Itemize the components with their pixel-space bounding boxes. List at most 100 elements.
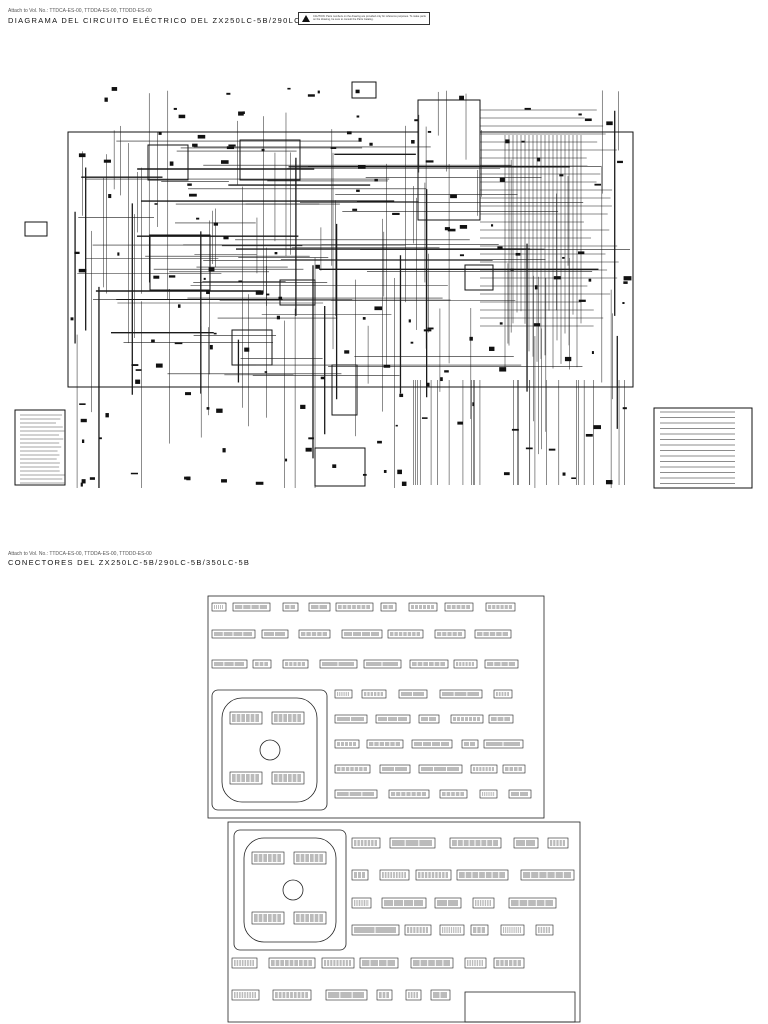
- component-mark: [534, 285, 538, 290]
- component-mark: [511, 428, 519, 431]
- component-mark: [515, 252, 521, 256]
- component-mark: [374, 306, 383, 311]
- connector-block: [271, 771, 305, 785]
- component-mark: [497, 246, 503, 250]
- component-mark: [537, 157, 541, 162]
- component-mark: [265, 293, 270, 296]
- connector-block: [272, 989, 312, 1001]
- connector-block: [479, 789, 498, 799]
- component-mark: [352, 208, 358, 211]
- connector-block: [251, 851, 285, 865]
- connector-block: [282, 602, 299, 612]
- component-mark: [559, 174, 564, 177]
- component-mark: [261, 148, 265, 152]
- connector-block: [251, 911, 285, 925]
- connector-block: [405, 989, 422, 1001]
- component-mark: [346, 131, 352, 135]
- component-mark: [505, 139, 510, 144]
- component-mark: [588, 278, 592, 282]
- connector-block: [508, 897, 557, 909]
- component-mark: [383, 469, 387, 473]
- connector-block: [493, 689, 513, 699]
- component-mark: [89, 477, 95, 480]
- component-mark: [70, 317, 74, 321]
- component-mark: [591, 351, 594, 355]
- connector-sheet-2: [227, 821, 581, 1023]
- component-mark: [154, 203, 158, 205]
- connector-block: [366, 739, 404, 749]
- connector-block: [470, 924, 489, 936]
- component-mark: [414, 119, 419, 122]
- connector-block: [380, 602, 397, 612]
- connector-block: [387, 629, 424, 639]
- component-mark: [197, 134, 206, 139]
- component-mark: [221, 479, 227, 483]
- component-mark: [594, 183, 602, 186]
- component-mark: [278, 296, 283, 300]
- component-mark: [423, 329, 432, 332]
- component-mark: [192, 143, 198, 147]
- component-mark: [571, 477, 576, 480]
- connector-block: [439, 924, 465, 936]
- connector-block: [408, 602, 438, 612]
- connector-block: [430, 989, 451, 1001]
- component-mark: [209, 344, 213, 350]
- component-mark: [78, 268, 87, 273]
- connector-block: [508, 789, 532, 799]
- component-mark: [276, 315, 280, 320]
- connector-block: [335, 602, 374, 612]
- connector-blocks: [211, 602, 575, 1001]
- component-mark: [459, 95, 465, 100]
- connector-block: [547, 837, 569, 849]
- component-mark: [499, 322, 503, 325]
- component-mark: [499, 177, 505, 182]
- connector-block: [409, 659, 449, 669]
- component-mark: [374, 178, 378, 182]
- component-mark: [410, 341, 414, 344]
- component-mark: [401, 481, 407, 486]
- component-mark: [426, 382, 430, 387]
- component-mark: [203, 277, 206, 280]
- connector-block: [379, 764, 411, 774]
- connector-block: [411, 739, 453, 749]
- component-mark: [168, 275, 176, 278]
- connector-block: [298, 629, 331, 639]
- component-mark: [226, 146, 235, 150]
- component-mark: [623, 281, 628, 284]
- component-mark: [244, 347, 250, 352]
- component-mark: [117, 252, 120, 256]
- connector-block: [461, 739, 479, 749]
- component-mark: [216, 408, 223, 413]
- component-mark: [444, 370, 449, 373]
- connector-block: [308, 602, 331, 612]
- component-mark: [489, 346, 495, 351]
- component-mark: [440, 377, 443, 382]
- connector-block: [444, 602, 474, 612]
- connector-block: [334, 714, 368, 724]
- component-mark: [151, 339, 155, 343]
- component-mark: [300, 404, 306, 409]
- connector-block: [351, 869, 369, 881]
- connector-block: [502, 764, 526, 774]
- connector-block: [268, 957, 316, 969]
- connector-block: [464, 957, 487, 969]
- connector-block: [381, 897, 427, 909]
- connector-block: [520, 869, 575, 881]
- connector-block: [439, 789, 468, 799]
- component-mark: [285, 458, 288, 462]
- component-mark: [174, 342, 183, 345]
- connector-block: [334, 789, 378, 799]
- component-mark: [131, 364, 139, 366]
- component-mark: [499, 367, 507, 372]
- component-mark: [79, 403, 86, 405]
- component-mark: [78, 153, 86, 158]
- component-mark: [187, 183, 192, 186]
- connector-block: [500, 924, 525, 936]
- connector-block: [388, 789, 430, 799]
- component-mark: [397, 469, 402, 475]
- connector-block: [449, 837, 502, 849]
- connector-block: [472, 897, 495, 909]
- connector-block: [363, 659, 402, 669]
- component-mark: [330, 147, 337, 149]
